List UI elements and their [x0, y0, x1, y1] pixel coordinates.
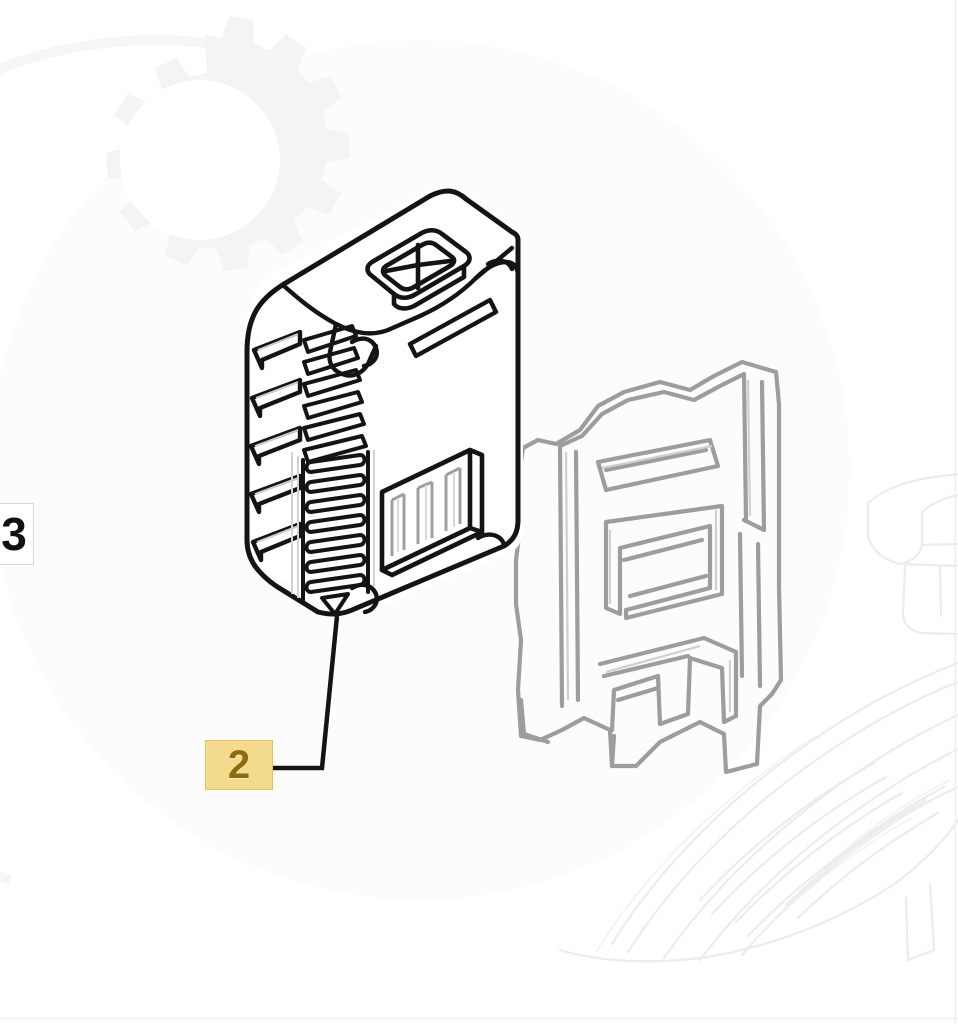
battery-vent-slots [301, 450, 370, 616]
battery-guide-tabs [349, 258, 515, 615]
leader-line-2 [273, 615, 340, 771]
battery-rail-groove [407, 297, 499, 359]
gear-watermark [106, 16, 349, 271]
callout-badge-3[interactable]: 3 [0, 503, 34, 565]
battery-terminal-recess [379, 447, 485, 578]
battery-latch-button [365, 227, 472, 311]
battery-contact-blades [390, 466, 462, 556]
callout-badge-2[interactable]: 2 [205, 740, 273, 790]
callout-label-3: 3 [1, 508, 27, 560]
battery-vent-rail-highlight [291, 450, 375, 598]
battery-cooling-fins [302, 324, 368, 464]
callout-label-2: 2 [227, 743, 251, 787]
